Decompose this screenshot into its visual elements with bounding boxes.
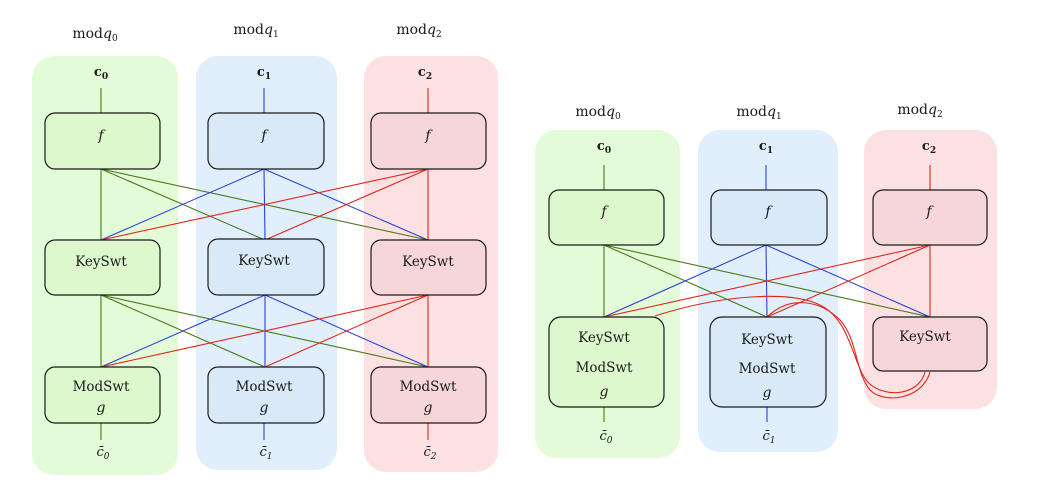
edge-red (264, 294, 429, 368)
subscript-index: 1 (776, 112, 782, 122)
edge-red (654, 295, 926, 394)
modswitch-label: ModSwt (400, 379, 457, 395)
function-label: f (260, 128, 269, 144)
right-column-0-panel (535, 130, 680, 458)
function-box (710, 189, 828, 246)
keyswitch-label: KeySwt (75, 254, 127, 270)
keyswitch-modswitch-box (548, 316, 665, 408)
function-label: f (925, 204, 934, 220)
mod-label: modq1 (736, 104, 781, 122)
subscript-index: 0 (104, 452, 110, 462)
keyswitch-label: KeySwt (578, 330, 630, 346)
modswitch-box (44, 366, 161, 424)
edge-red (766, 302, 931, 399)
g-label: g (424, 400, 433, 416)
left-column-1: modq1 c1 f KeySwt ModSwt g c̄1 (207, 22, 325, 462)
mod-label: modq0 (575, 104, 621, 122)
subscript-index: 1 (265, 72, 271, 82)
edge-red (100, 294, 429, 368)
g-label: g (260, 400, 269, 416)
keyswitch-box (370, 239, 487, 296)
subscript-index: 0 (112, 34, 118, 44)
modswitch-label: ModSwt (739, 361, 796, 377)
modswitch-box (370, 366, 487, 424)
keyswitch-label: KeySwt (238, 253, 290, 269)
mod-label: modq1 (233, 22, 278, 40)
g-label: g (763, 385, 772, 401)
subscript-index: 2 (937, 110, 943, 120)
subscript-index: 2 (930, 146, 936, 156)
edge-red (100, 168, 429, 241)
function-box (872, 189, 988, 246)
subscript-index: 0 (102, 72, 108, 82)
edge-blue (100, 294, 266, 368)
g-label: g (97, 400, 106, 416)
right-diagram: modq0 c0 f KeySwt ModSwt g c̄0 modq1 c1 … (535, 102, 997, 458)
subscript-index: 0 (607, 436, 613, 446)
keyswitch-box (44, 239, 161, 296)
subscript-index: 2 (436, 30, 442, 40)
edge-red (264, 168, 429, 241)
function-label: f (600, 204, 609, 220)
mod-label: modq0 (72, 26, 118, 44)
subscript-index: 2 (426, 72, 432, 82)
modswitch-label: ModSwt (576, 360, 633, 376)
edge-red (766, 244, 931, 318)
edge-blue (100, 168, 265, 241)
function-box (207, 112, 325, 170)
function-label: f (424, 128, 433, 144)
edge-red (603, 244, 931, 318)
right-f-to-keyswitch-edges (603, 244, 931, 318)
modswitch-label: ModSwt (236, 379, 293, 395)
left-column-0: modq0 c0 f KeySwt ModSwt g c̄0 (44, 26, 161, 462)
function-label: f (764, 204, 773, 220)
keyswitch-modswitch-box (709, 316, 827, 408)
subscript-index: 0 (605, 146, 611, 156)
subscript-index: 0 (615, 112, 621, 122)
keyswitch-label: KeySwt (899, 329, 951, 345)
left-f-to-keyswitch-edges (100, 168, 429, 241)
subscript-index: 2 (430, 452, 437, 462)
keyswitch-label: KeySwt (741, 332, 793, 348)
subscript-index: 1 (770, 436, 776, 446)
keyswitch-box (207, 238, 325, 296)
right-red-feedback-curves (654, 295, 931, 399)
modswitch-label: ModSwt (73, 379, 130, 395)
subscript-index: 1 (267, 452, 273, 462)
left-keyswitch-to-modswitch-edges (100, 294, 429, 368)
mod-label: modq2 (396, 22, 441, 40)
g-label: g (600, 384, 609, 400)
keyswitch-label: KeySwt (402, 254, 454, 270)
left-column-2: modq2 c2 f KeySwt ModSwt g c̄2 (370, 22, 487, 462)
function-box (548, 189, 665, 246)
subscript-index: 1 (273, 30, 279, 40)
function-box (44, 112, 161, 170)
function-box (370, 112, 487, 170)
mod-label: modq2 (897, 102, 942, 120)
modswitch-box (207, 366, 325, 424)
right-column-0: modq0 c0 f KeySwt ModSwt g c̄0 (548, 104, 665, 446)
function-label: f (97, 128, 106, 144)
subscript-index: 1 (767, 146, 773, 156)
keyswitch-box (872, 316, 988, 372)
left-diagram: modq0 c0 f KeySwt ModSwt g c̄0 modq1 c1 … (32, 22, 498, 475)
edge-blue (603, 244, 767, 318)
